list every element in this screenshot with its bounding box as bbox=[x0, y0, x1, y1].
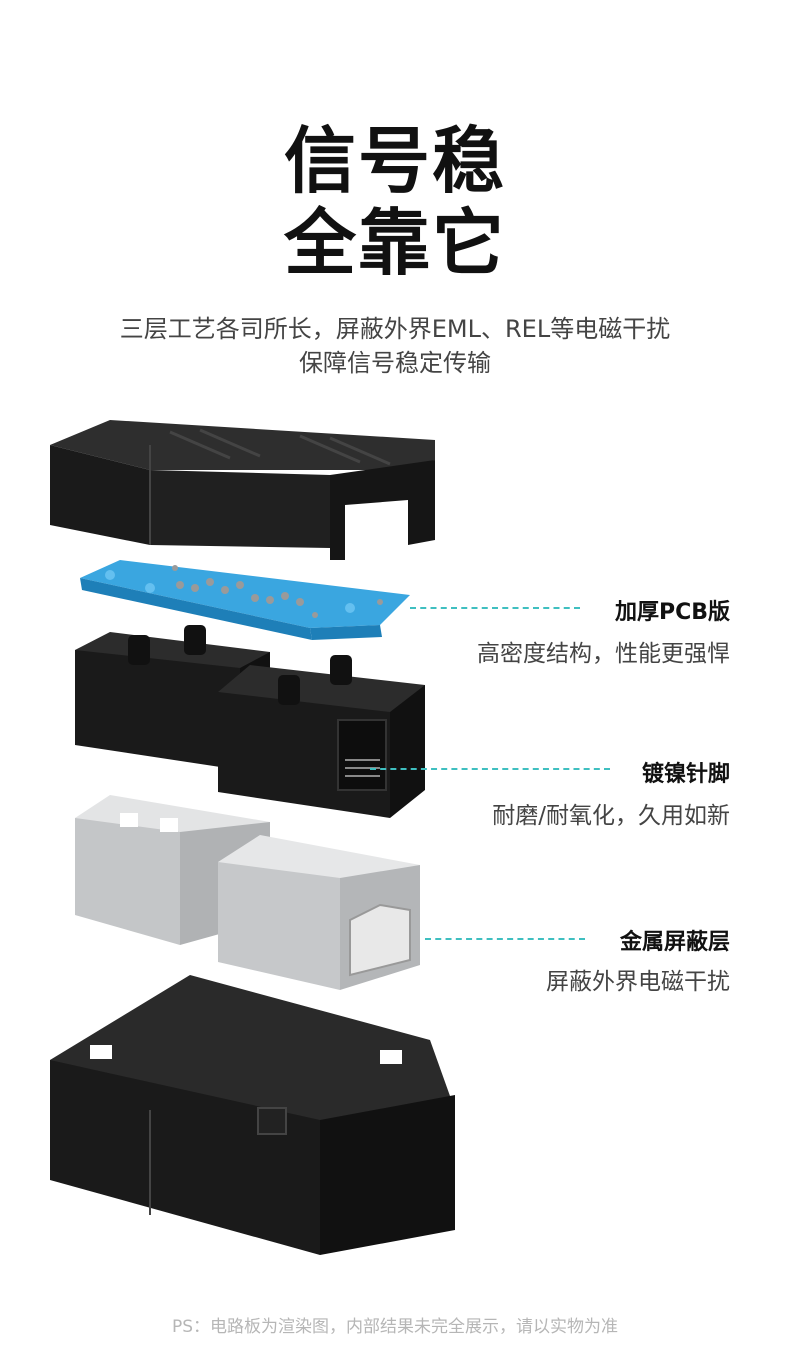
leader-line-pins bbox=[370, 768, 610, 770]
leader-line-pcb bbox=[410, 607, 580, 609]
feature-desc-pcb: 高密度结构，性能更强悍 bbox=[477, 641, 730, 667]
right-jack-body bbox=[218, 655, 425, 818]
feature-desc-shield: 屏蔽外界电磁干扰 bbox=[546, 969, 730, 995]
exploded-product-illustration bbox=[50, 420, 455, 1255]
pcb-board bbox=[80, 560, 410, 640]
headline-line-2: 全靠它 bbox=[283, 201, 506, 285]
feature-title-shield: 金属屏蔽层 bbox=[619, 930, 730, 955]
leader-line-shield bbox=[425, 938, 585, 940]
headline-line-1: 信号稳 bbox=[283, 119, 506, 203]
feature-desc-pins: 耐磨/耐氧化，久用如新 bbox=[492, 803, 730, 829]
bottom-housing bbox=[50, 975, 455, 1255]
feature-title-pcb: 加厚PCB版 bbox=[614, 600, 730, 625]
footnote: PS：电路板为渲染图，内部结果未完全展示，请以实物为准 bbox=[171, 1317, 619, 1337]
right-metal-shield bbox=[218, 835, 420, 990]
subtitle-line-2: 保障信号稳定传输 bbox=[299, 349, 491, 377]
top-cover-shell bbox=[50, 420, 435, 560]
subtitle-line-1: 三层工艺各司所长，屏蔽外界EML、REL等电磁干扰 bbox=[119, 315, 671, 343]
feature-title-pins: 镀镍针脚 bbox=[641, 762, 730, 787]
